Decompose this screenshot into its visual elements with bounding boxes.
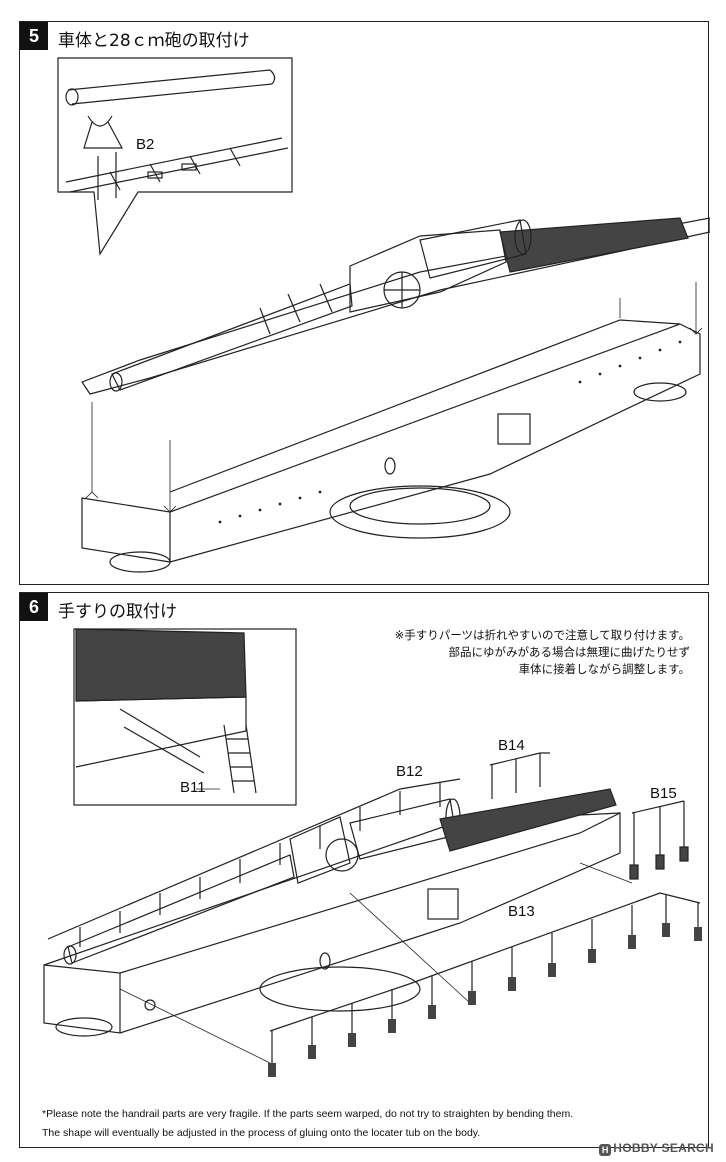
part-label-b11: B11 xyxy=(180,779,206,796)
hobby-search-logo-icon: H xyxy=(599,1144,612,1156)
note-line: *Please note the handrail parts are very… xyxy=(42,1108,574,1120)
step-6-panel: 6 手すりの取付け ※手すりパーツは折れやすいので注意して取り付けます。 部品に… xyxy=(19,592,709,1148)
note-line: The shape will eventually be adjusted in… xyxy=(42,1127,481,1139)
watermark-text: HOBBY SEARCH xyxy=(613,1141,714,1155)
step-5-panel: 5 車体と28ｃｍ砲の取付け xyxy=(19,21,710,585)
part-label-b15: B15 xyxy=(650,785,677,802)
step-5-illustration xyxy=(57,57,710,573)
note-line: ※手すりパーツは折れやすいので注意して取り付けます。 xyxy=(394,628,690,642)
step-number: 5 xyxy=(20,22,48,50)
step-number: 6 xyxy=(20,593,48,621)
part-label-b13: B13 xyxy=(508,903,535,920)
note-line: 部品にゆがみがある場合は無理に曲げたりせず xyxy=(448,645,691,659)
step-6-illustration xyxy=(43,628,702,1077)
note-line: 車体に接着しながら調整します。 xyxy=(518,662,690,676)
step-title: 車体と28ｃｍ砲の取付け xyxy=(58,31,250,51)
part-label-b14: B14 xyxy=(498,737,525,754)
part-label-b12: B12 xyxy=(396,763,423,780)
caution-note-japanese: ※手すりパーツは折れやすいので注意して取り付けます。 部品にゆがみがある場合は無… xyxy=(395,627,690,678)
caution-note-english: *Please note the handrail parts are very… xyxy=(42,1105,573,1143)
step-title: 手すりの取付け xyxy=(58,602,177,622)
part-label-b2: B2 xyxy=(136,136,155,153)
